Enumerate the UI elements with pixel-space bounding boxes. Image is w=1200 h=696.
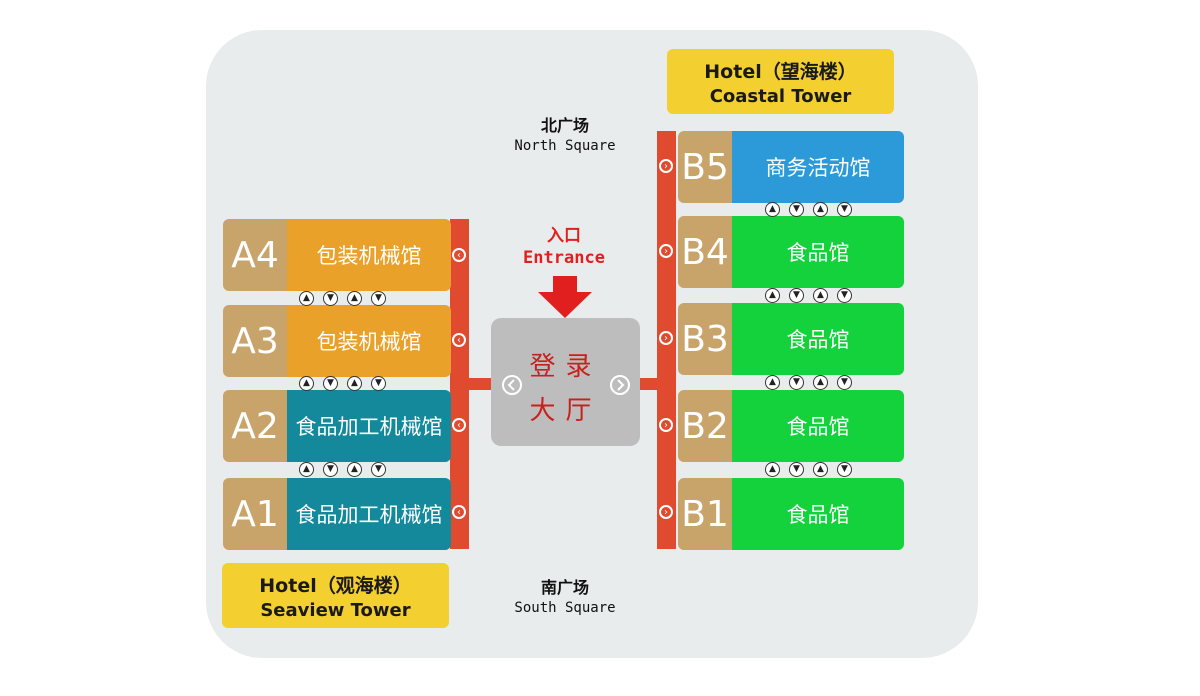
hall-a1[interactable]: A1 食品加工机械馆	[223, 478, 451, 550]
down-arrow-icon: ▼	[837, 202, 852, 217]
down-arrow-icon: ▼	[789, 375, 804, 390]
north-square-cn: 北广场	[540, 116, 589, 135]
entrance-arrow-icon	[538, 276, 592, 318]
passage-icons: ▲ ▼ ▲ ▼	[299, 291, 386, 306]
lobby-line1: 登录	[529, 352, 602, 382]
up-arrow-icon: ▲	[813, 202, 828, 217]
passage-icons: ▲ ▼ ▲ ▼	[765, 462, 852, 477]
hall-code: A2	[223, 390, 287, 462]
up-arrow-icon: ▲	[813, 462, 828, 477]
entrance-en: Entrance	[523, 248, 605, 268]
down-arrow-icon: ▼	[789, 202, 804, 217]
hall-name: 商务活动馆	[732, 131, 904, 203]
door-right-arrow-icon: ›	[659, 159, 673, 173]
hall-name: 包装机械馆	[287, 219, 451, 291]
hotel-seaview-title: Hotel（观海楼）	[259, 575, 412, 597]
passage-icons: ▲ ▼ ▲ ▼	[299, 462, 386, 477]
up-arrow-icon: ▲	[813, 375, 828, 390]
hall-b3[interactable]: B3 食品馆	[678, 303, 904, 375]
north-square-en: North Square	[514, 138, 616, 154]
entrance-cn: 入口	[547, 226, 581, 246]
down-arrow-icon: ▼	[323, 462, 338, 477]
door-right-arrow-icon: ›	[659, 418, 673, 432]
hall-code: A4	[223, 219, 287, 291]
down-arrow-icon: ▼	[789, 462, 804, 477]
hall-b5[interactable]: B5 商务活动馆	[678, 131, 904, 203]
hall-code: A3	[223, 305, 287, 377]
up-arrow-icon: ▲	[347, 462, 362, 477]
lobby-line2: 大厅	[529, 396, 602, 426]
down-arrow-icon: ▼	[323, 376, 338, 391]
hall-b1[interactable]: B1 食品馆	[678, 478, 904, 550]
south-square-label: 南广场 South Square	[492, 574, 638, 616]
up-arrow-icon: ▲	[347, 376, 362, 391]
down-arrow-icon: ▼	[837, 375, 852, 390]
door-right-arrow-icon: ›	[659, 505, 673, 519]
up-arrow-icon: ▲	[813, 288, 828, 303]
hall-name: 食品馆	[732, 303, 904, 375]
left-corridor	[450, 219, 469, 549]
door-left-arrow-icon: ‹	[452, 505, 466, 519]
door-right-arrow-icon: ›	[659, 331, 673, 345]
down-arrow-icon: ▼	[371, 462, 386, 477]
north-square-label: 北广场 North Square	[492, 112, 638, 154]
down-arrow-icon: ▼	[789, 288, 804, 303]
left-connector	[469, 378, 493, 390]
passage-icons: ▲ ▼ ▲ ▼	[765, 202, 852, 217]
hall-a2[interactable]: A2 食品加工机械馆	[223, 390, 451, 462]
hall-code: B4	[678, 216, 732, 288]
hall-a3[interactable]: A3 包装机械馆	[223, 305, 451, 377]
hall-name: 包装机械馆	[287, 305, 451, 377]
up-arrow-icon: ▲	[299, 291, 314, 306]
down-arrow-icon: ▼	[371, 376, 386, 391]
up-arrow-icon: ▲	[299, 376, 314, 391]
hall-code: A1	[223, 478, 287, 550]
up-arrow-icon: ▲	[765, 462, 780, 477]
passage-icons: ▲ ▼ ▲ ▼	[765, 375, 852, 390]
registration-lobby[interactable]: 登录 大厅	[491, 318, 640, 446]
south-square-cn: 南广场	[540, 578, 589, 597]
up-arrow-icon: ▲	[299, 462, 314, 477]
up-arrow-icon: ▲	[765, 288, 780, 303]
passage-icons: ▲ ▼ ▲ ▼	[765, 288, 852, 303]
lobby-left-arrow-icon	[502, 375, 522, 395]
up-arrow-icon: ▲	[765, 375, 780, 390]
down-arrow-icon: ▼	[837, 288, 852, 303]
door-left-arrow-icon: ‹	[452, 333, 466, 347]
down-arrow-icon: ▼	[371, 291, 386, 306]
entrance-label: 入口 Entrance	[502, 221, 626, 268]
hall-name: 食品加工机械馆	[287, 390, 451, 462]
hall-name: 食品馆	[732, 216, 904, 288]
hall-code: B3	[678, 303, 732, 375]
door-right-arrow-icon: ›	[659, 244, 673, 258]
down-arrow-icon: ▼	[837, 462, 852, 477]
hotel-coastal-title: Hotel（望海楼）	[704, 61, 857, 83]
hall-b2[interactable]: B2 食品馆	[678, 390, 904, 462]
door-left-arrow-icon: ‹	[452, 418, 466, 432]
up-arrow-icon: ▲	[347, 291, 362, 306]
hall-b4[interactable]: B4 食品馆	[678, 216, 904, 288]
hotel-seaview-subtitle: Seaview Tower	[260, 600, 411, 621]
down-arrow-icon: ▼	[323, 291, 338, 306]
south-square-en: South Square	[514, 600, 616, 616]
hall-code: B1	[678, 478, 732, 550]
hall-name: 食品馆	[732, 478, 904, 550]
right-connector	[640, 378, 658, 390]
hall-name: 食品馆	[732, 390, 904, 462]
passage-icons: ▲ ▼ ▲ ▼	[299, 376, 386, 391]
hall-a4[interactable]: A4 包装机械馆	[223, 219, 451, 291]
door-left-arrow-icon: ‹	[452, 248, 466, 262]
hotel-coastal-tower[interactable]: Hotel（望海楼） Coastal Tower	[667, 49, 894, 114]
hall-code: B5	[678, 131, 732, 203]
lobby-right-arrow-icon	[610, 375, 630, 395]
hotel-coastal-subtitle: Coastal Tower	[709, 86, 852, 107]
hall-name: 食品加工机械馆	[287, 478, 451, 550]
hall-code: B2	[678, 390, 732, 462]
hotel-seaview-tower[interactable]: Hotel（观海楼） Seaview Tower	[222, 563, 449, 628]
up-arrow-icon: ▲	[765, 202, 780, 217]
